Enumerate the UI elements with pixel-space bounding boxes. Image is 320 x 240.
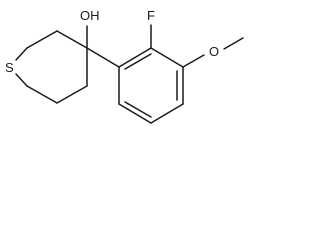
- bond-ar3-o: [182, 54, 205, 68]
- bond-ar5-ar6: [118, 103, 152, 124]
- double-bond-ar5-ar6: [124, 101, 152, 118]
- hydroxyl-label: OH: [80, 8, 100, 23]
- bond-c2-s: [15, 47, 28, 61]
- benzene-ring: [118, 47, 184, 124]
- thiane-ring: [15, 30, 88, 104]
- ether-oxygen-label: O: [209, 44, 219, 59]
- double-bond-ar1-ar2: [124, 53, 152, 70]
- bond-s-c6: [15, 73, 28, 87]
- fluorine-label: F: [147, 8, 155, 23]
- sulfur-label: S: [5, 60, 14, 75]
- bond-o-methyl: [223, 37, 244, 50]
- bond-c3-c2: [26, 30, 58, 49]
- bond-c5-c4: [56, 85, 88, 104]
- bond-c4-aryl: [86, 47, 120, 68]
- chemical-structure-diagram: OH F O S: [5, 8, 244, 124]
- bond-ar4-ar5: [150, 103, 184, 124]
- bond-c4-c3: [56, 30, 88, 49]
- bond-c6-c5: [26, 85, 58, 104]
- bond-ar1-ar2: [118, 47, 152, 68]
- bond-ar2-ar3: [150, 47, 184, 68]
